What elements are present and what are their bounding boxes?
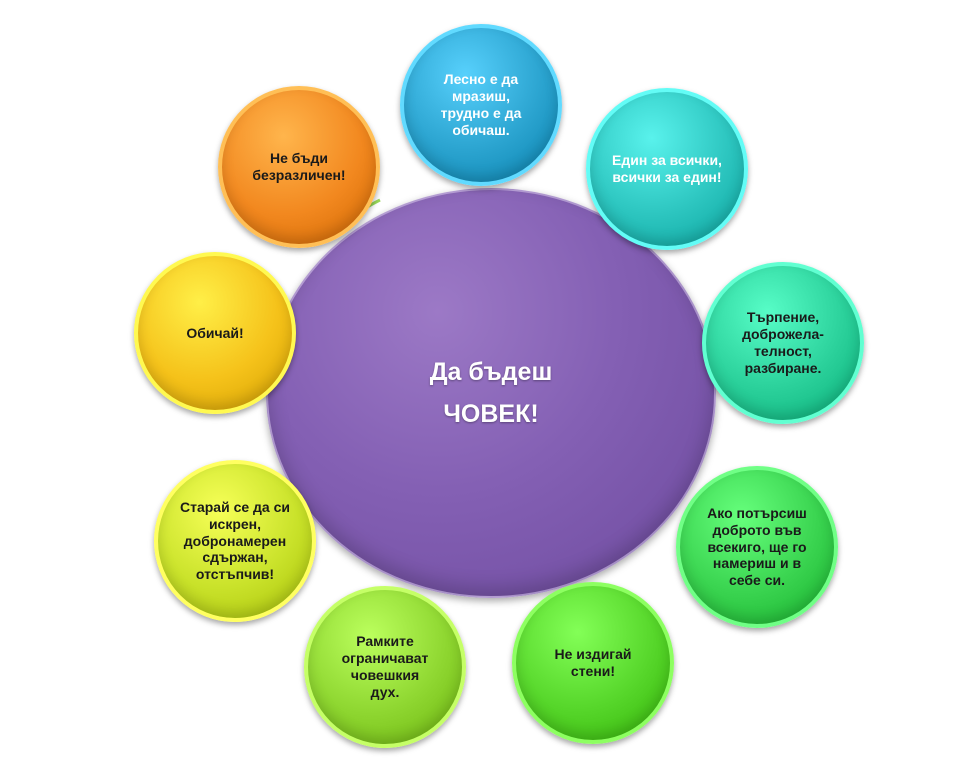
center-title-line1: Да бъдеш [429,357,553,386]
satellite-text: Старай се да си искрен, добронамерен сдъ… [179,499,290,583]
satellite-text: Обичай! [186,324,244,341]
satellite-4: Ако потърсиш доброто във всекиго, ще го … [676,466,838,628]
center-circle: Да бъдеш ЧОВЕК! [266,188,716,598]
satellite-text: Лесно е да мразиш, трудно е да обичаш. [440,71,522,138]
satellite-text: Рамките ограничават човешкия дух. [341,633,429,700]
satellite-3: Търпение, доброжела- телност, разбиране. [702,262,864,424]
satellite-text: Търпение, доброжела- телност, разбиране. [742,309,824,376]
satellite-6: Рамките ограничават човешкия дух. [304,586,466,748]
satellite-2: Един за всички, всички за един! [586,88,748,250]
satellite-1: Лесно е да мразиш, трудно е да обичаш. [400,24,562,186]
satellite-text: Не издигай стени! [554,646,632,679]
satellite-text: Един за всички, всички за един! [612,152,722,185]
satellite-text: Ако потърсиш доброто във всекиго, ще го … [707,505,807,589]
satellite-8: Обичай! [134,252,296,414]
center-title-line2: ЧОВЕК! [443,400,539,428]
satellite-9: Не бъди безразличен! [218,86,380,248]
satellite-7: Старай се да си искрен, добронамерен сдъ… [154,460,316,622]
center-title: Да бъдеш ЧОВЕК! [430,351,553,436]
satellite-5: Не издигай стени! [512,582,674,744]
satellite-text: Не бъди безразличен! [252,150,346,183]
